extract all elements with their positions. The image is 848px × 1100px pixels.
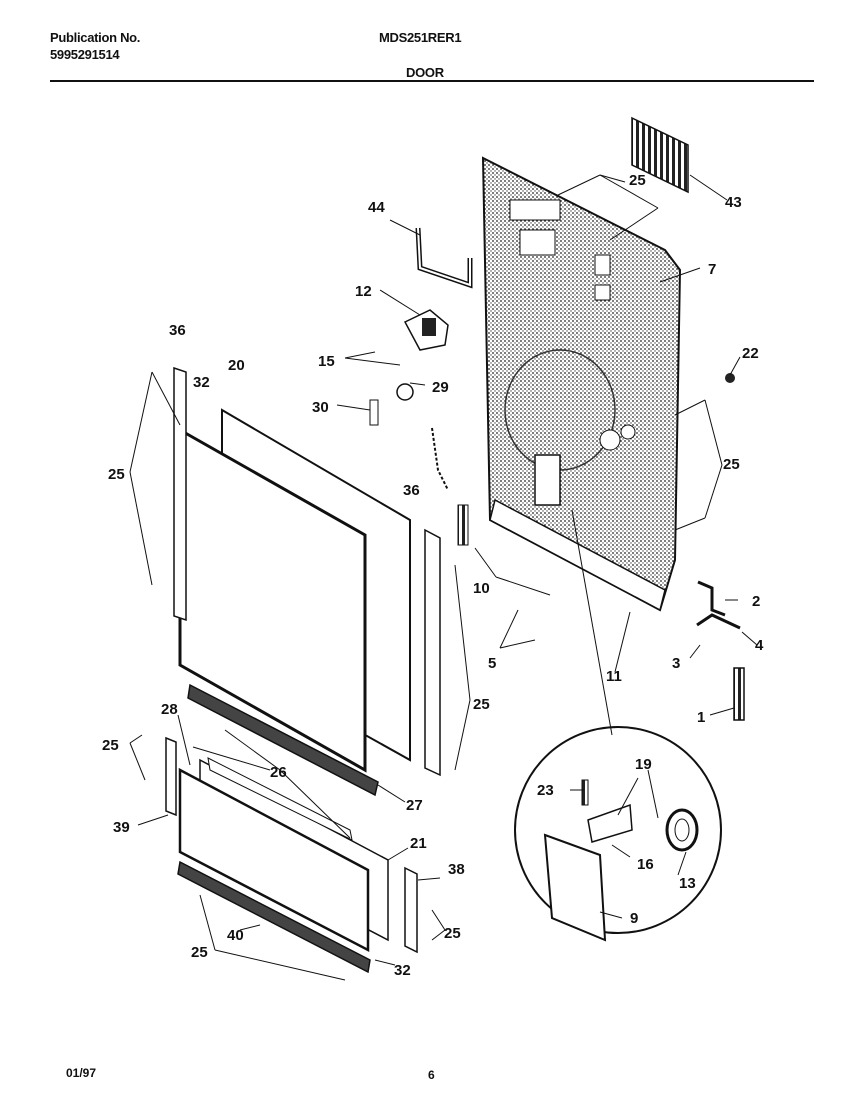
callout-30: 30: [312, 399, 329, 416]
callout-25: 25: [444, 925, 461, 942]
hinge-arm: [696, 580, 741, 630]
small-parts: [369, 373, 735, 546]
vent-grille: [631, 116, 689, 194]
callout-27: 27: [406, 797, 423, 814]
leader-lines: [129, 174, 758, 981]
callout-22: 22: [742, 345, 759, 362]
callout-25: 25: [473, 696, 490, 713]
callout-28: 28: [161, 701, 178, 718]
callout-20: 20: [228, 357, 245, 374]
model-number: MDS251RER1: [379, 30, 462, 45]
callout-21: 21: [410, 835, 427, 852]
lower-panel: [178, 757, 389, 953]
lower-trim-left: [165, 736, 177, 817]
footer-date: 01/97: [66, 1066, 97, 1080]
section-title: DOOR: [406, 65, 444, 80]
callout-25: 25: [191, 944, 208, 961]
callout-11: 11: [606, 668, 622, 685]
side-trim-right: [424, 528, 441, 777]
callout-26: 26: [270, 764, 287, 781]
callout-1: 1: [697, 709, 705, 726]
callout-19: 19: [635, 756, 652, 773]
door-latch: [403, 309, 449, 351]
kick-plate-trim: [177, 860, 371, 974]
callout-43: 43: [725, 194, 742, 211]
bottom-trim: [187, 683, 379, 797]
callout-16: 16: [637, 856, 654, 873]
callout-32: 32: [193, 374, 210, 391]
callout-9: 9: [630, 910, 638, 927]
callout-2: 2: [752, 593, 760, 610]
callout-4: 4: [755, 637, 764, 654]
callout-13: 13: [679, 875, 696, 892]
callout-36: 36: [169, 322, 186, 339]
callout-38: 38: [448, 861, 465, 878]
callout-12: 12: [355, 283, 372, 300]
callout-25: 25: [102, 737, 119, 754]
callout-5: 5: [488, 655, 496, 672]
callout-29: 29: [432, 379, 449, 396]
callout-32: 32: [394, 962, 411, 979]
callout-10: 10: [473, 580, 490, 597]
callout-25: 25: [723, 456, 740, 473]
callout-25: 25: [629, 172, 646, 189]
callout-36: 36: [403, 482, 420, 499]
callout-39: 39: [113, 819, 130, 836]
page-number: 6: [428, 1068, 435, 1082]
callout-3: 3: [672, 655, 680, 672]
callout-23: 23: [537, 782, 554, 799]
publication-number: 5995291514: [50, 47, 120, 62]
header-rule: [50, 80, 814, 82]
callout-25: 25: [108, 466, 125, 483]
publication-label: Publication No.: [50, 30, 141, 45]
side-trim-left: [173, 366, 187, 622]
callout-15: 15: [318, 353, 335, 370]
inner-door-panel: [481, 156, 682, 612]
lower-trim-right: [404, 866, 418, 954]
bracket: [415, 227, 473, 289]
callout-7: 7: [708, 261, 716, 278]
callout-40: 40: [227, 927, 244, 944]
callout-44: 44: [368, 199, 385, 216]
spring: [733, 667, 745, 721]
outer-door-panel: [178, 408, 411, 773]
detail-circle: [514, 726, 722, 942]
